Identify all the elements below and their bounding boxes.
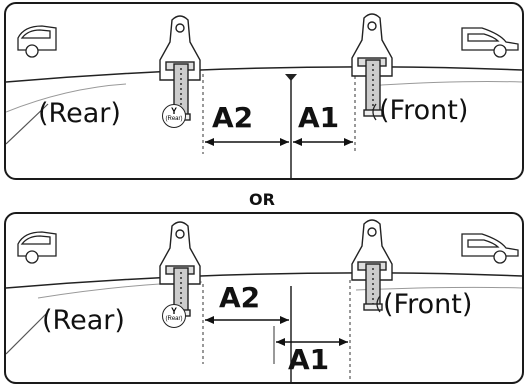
diagram-panel-bottom: (Rear) (Front) A2 A1 Y (Rear) (4, 212, 524, 384)
rear-rack-foot-icon (159, 221, 201, 317)
a1-dimension-arrow (276, 338, 348, 346)
panel-top-drawing (6, 13, 522, 178)
roof-center-mark (285, 74, 297, 81)
marker-letter: Y (170, 306, 177, 316)
car-rear-view-icon (17, 231, 57, 264)
marker-sub-label: (Rear) (165, 116, 183, 122)
a1-label: A1 (298, 101, 340, 134)
diagram-panel-top: (Rear) (Front) A2 A1 Y (Rear) (4, 2, 524, 180)
front-rack-foot-icon (351, 219, 393, 311)
front-marker-partial-icon (376, 295, 381, 313)
a1-dimension-arrow (293, 138, 353, 146)
rear-marker-badge: Y (Rear) (162, 104, 186, 128)
front-rack-foot-icon (351, 13, 393, 117)
window-line-rear (6, 83, 127, 113)
window-line-front (365, 81, 522, 87)
a1-label: A1 (288, 343, 330, 376)
rear-marker-badge: Y (Rear) (162, 304, 186, 328)
a2-dimension-arrow (205, 138, 289, 146)
rear-rack-foot-icon (159, 15, 201, 121)
marker-sub-label: (Rear) (165, 316, 183, 322)
roof-line (6, 272, 522, 289)
car-rear-view-icon (17, 25, 57, 58)
front-label: (Front) (383, 289, 473, 320)
car-front-view-icon (461, 27, 519, 58)
front-label: (Front) (379, 95, 469, 126)
roof-line (6, 66, 522, 83)
rear-pillar-line (6, 311, 49, 355)
rear-label: (Rear) (42, 305, 125, 336)
rear-label: (Rear) (38, 98, 121, 129)
a2-label: A2 (212, 101, 254, 134)
marker-letter: Y (170, 106, 177, 116)
car-front-view-icon (461, 233, 519, 264)
or-separator: OR (249, 190, 275, 209)
panel-bottom-drawing (6, 219, 522, 382)
rear-pillar-line (6, 103, 49, 145)
a2-label: A2 (219, 281, 261, 314)
front-marker-partial-icon (372, 103, 377, 121)
a2-dimension-arrow (205, 316, 289, 324)
